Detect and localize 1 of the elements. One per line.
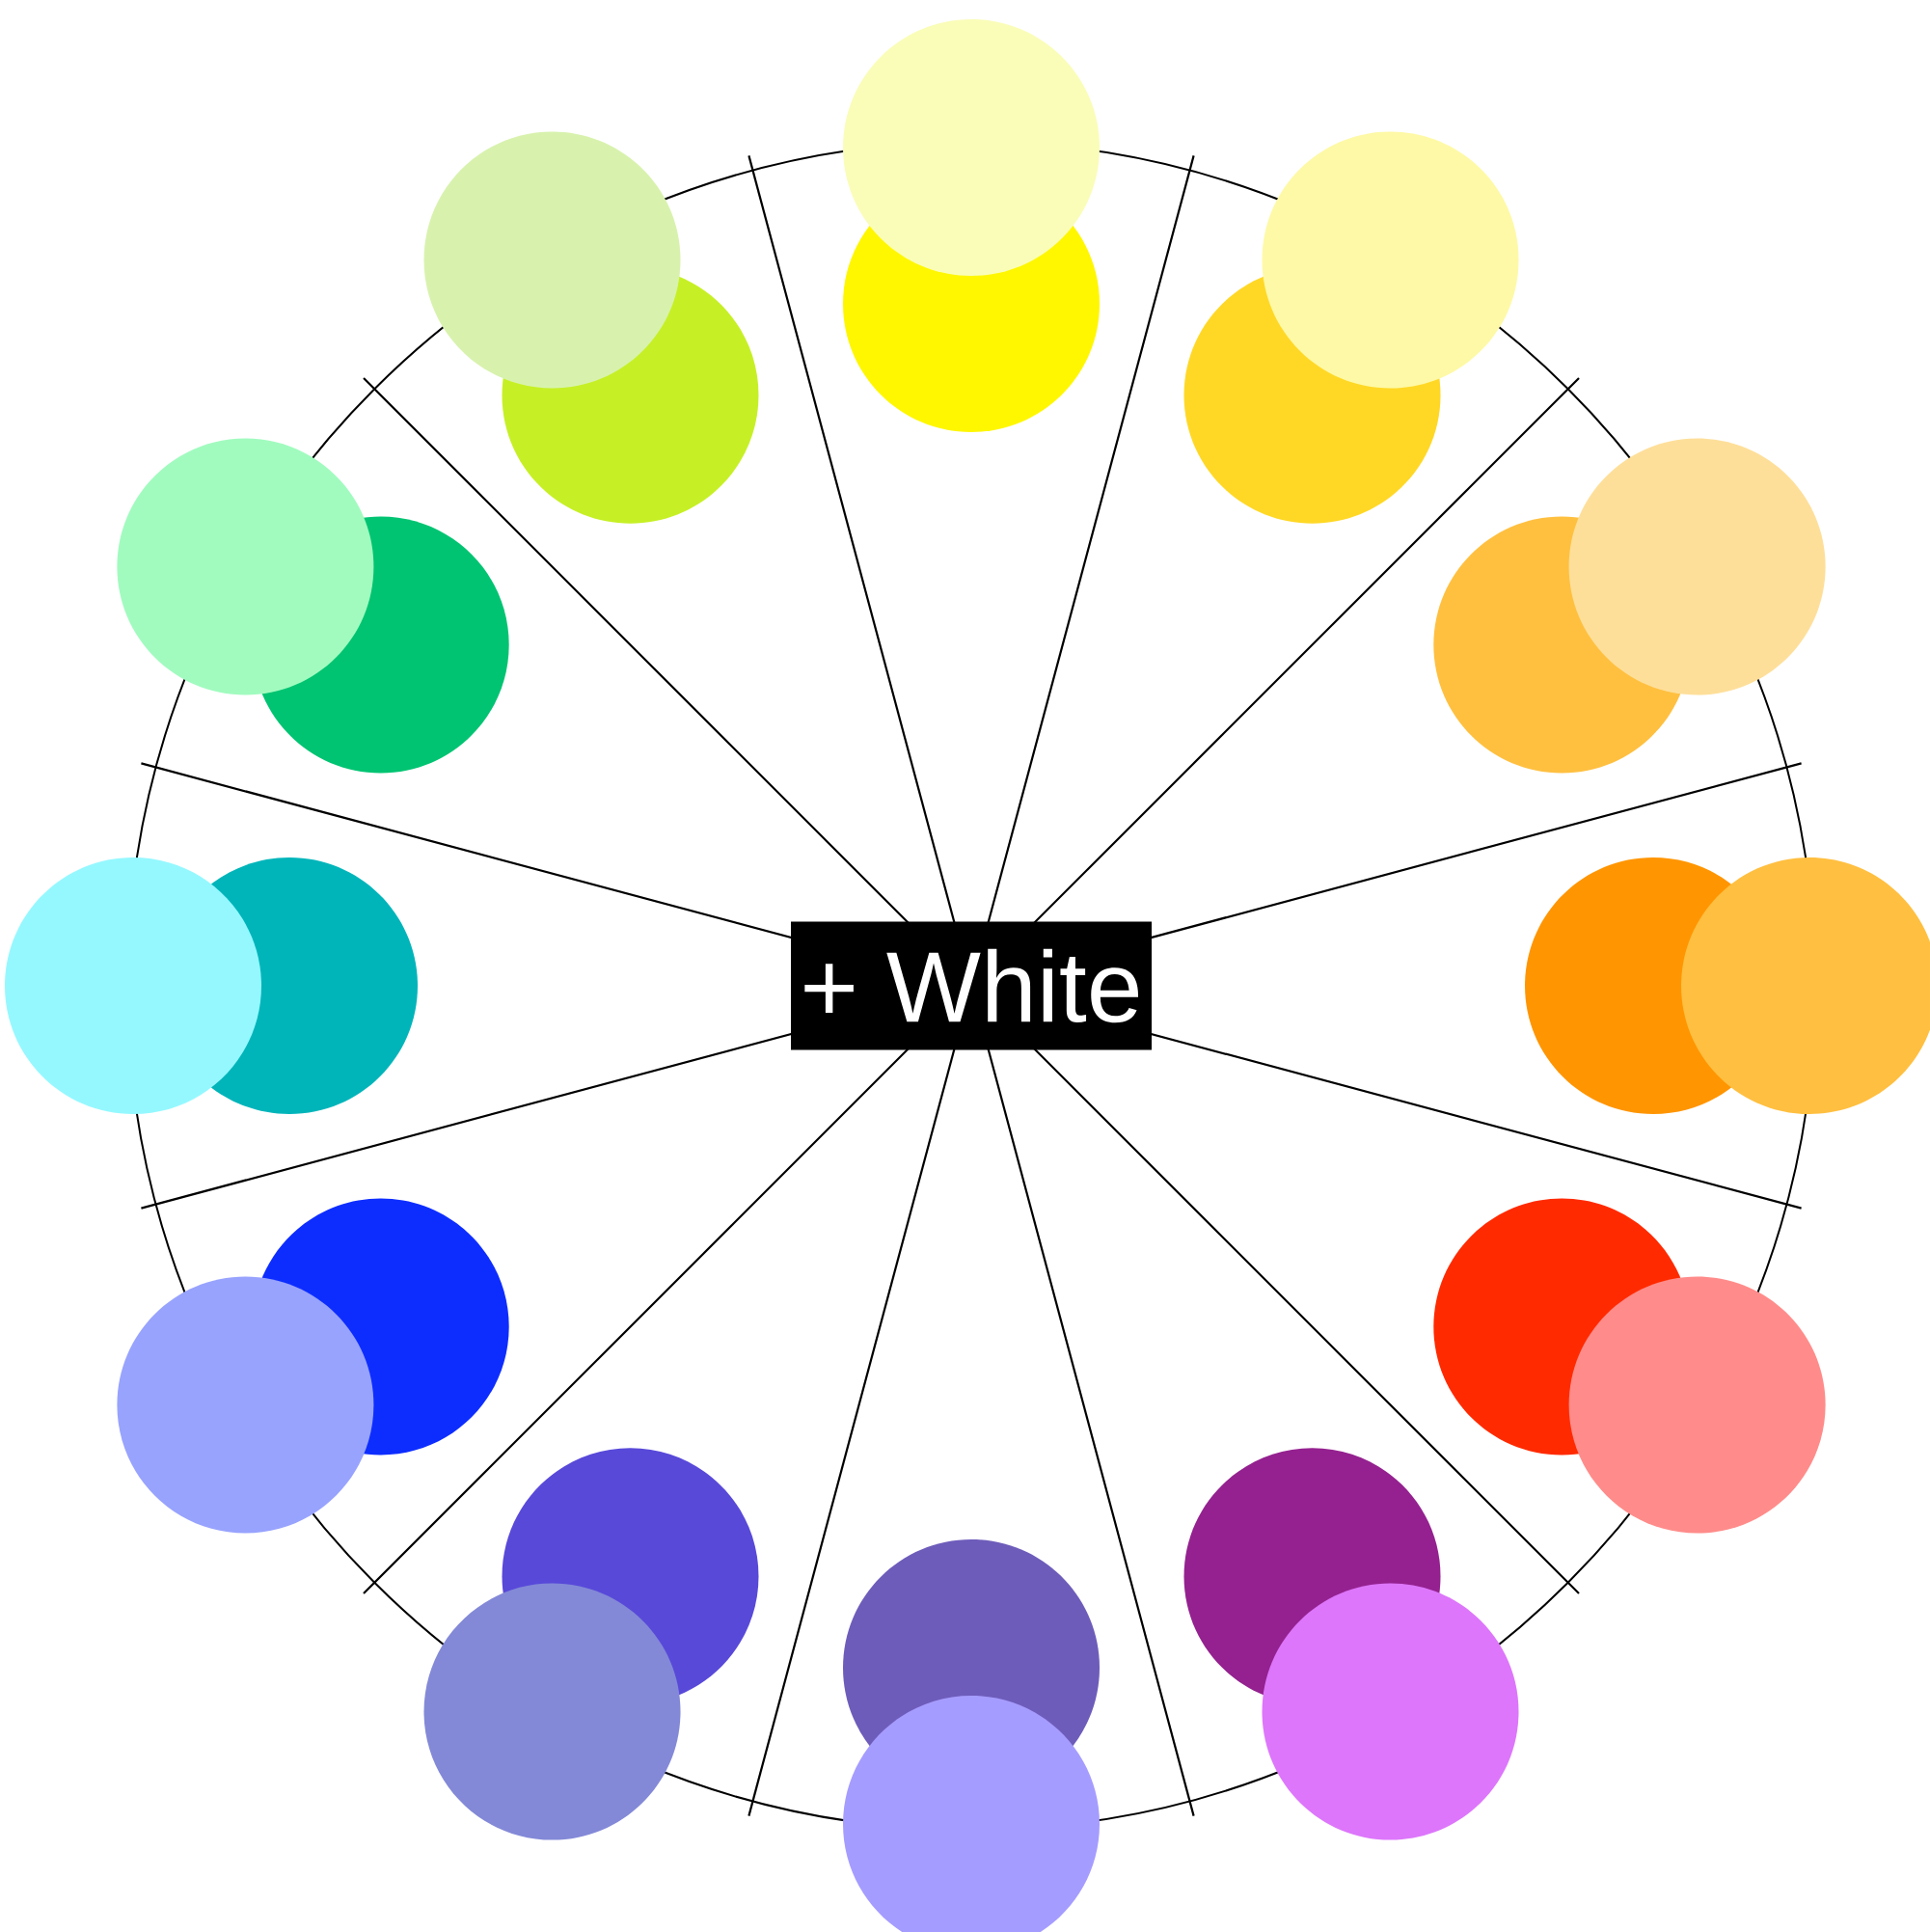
- label-box: + White: [791, 921, 1152, 1050]
